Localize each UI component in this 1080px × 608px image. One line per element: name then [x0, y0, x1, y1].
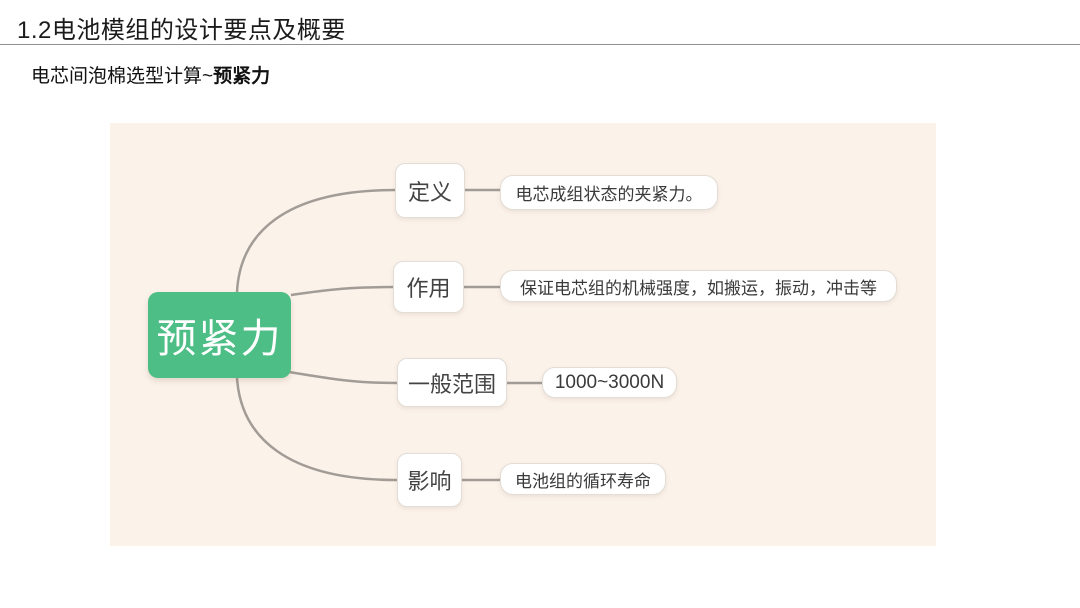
- mindmap-topic-definition: 定义: [395, 163, 465, 218]
- subtitle-prefix: 电芯间泡棉选型计算~: [31, 66, 214, 87]
- mindmap-detail-impact: 电池组的循环寿命: [500, 463, 666, 495]
- mindmap-topic-range: 一般范围: [397, 358, 507, 407]
- mindmap-topic-function: 作用: [393, 261, 464, 313]
- mindmap-detail-function: 保证电芯组的机械强度，如搬运，振动，冲击等: [500, 270, 897, 302]
- connector-root-to-definition: [235, 188, 396, 293]
- slide-subtitle: 电芯间泡棉选型计算~预紧力: [31, 61, 270, 88]
- connector-root-to-range: [288, 370, 398, 385]
- mindmap-panel: 预紧力 定义 电芯成组状态的夹紧力。 作用 保证电芯组的机械强度，如搬运，振动，…: [110, 123, 936, 546]
- connector-root-to-function: [290, 285, 394, 297]
- mindmap-detail-range: 1000~3000N: [542, 367, 677, 398]
- title-divider: [0, 44, 1080, 45]
- mindmap-connectors: [235, 188, 542, 482]
- subtitle-emphasis: 预紧力: [213, 66, 271, 87]
- connector-root-to-impact: [235, 377, 398, 482]
- mindmap-topic-impact: 影响: [397, 453, 462, 507]
- slide-title: 1.2电池模组的设计要点及概要: [17, 17, 346, 44]
- mindmap-root-node: 预紧力: [148, 292, 291, 378]
- mindmap-detail-definition: 电芯成组状态的夹紧力。: [500, 175, 718, 210]
